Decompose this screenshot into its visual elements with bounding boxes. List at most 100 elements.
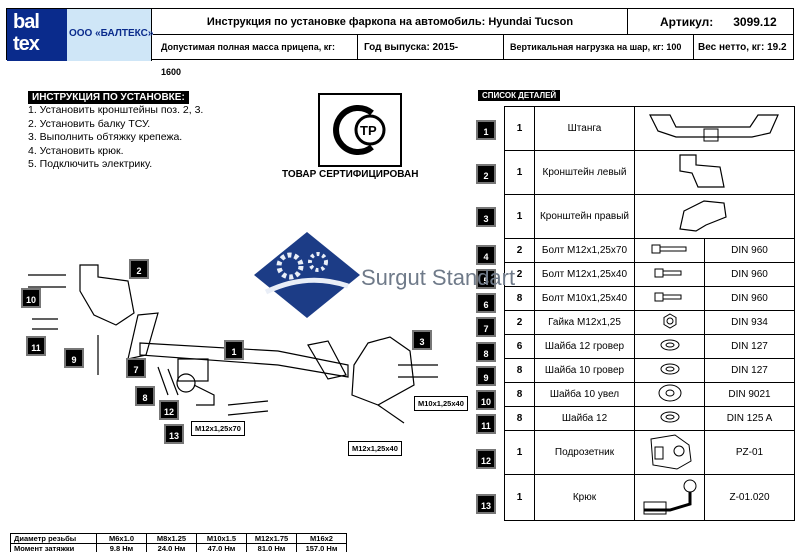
- part-number-badge: 13: [476, 494, 496, 514]
- assembly-diagram: [28, 264, 438, 424]
- callout-9: 9: [64, 348, 84, 368]
- part-name: Подрозетник: [534, 430, 635, 475]
- part-number-badge: 10: [476, 390, 496, 410]
- table-row: 8 Болт М10х1,25х40 DIN 960: [504, 286, 795, 311]
- part-number-badge: 6: [476, 293, 496, 313]
- thread-size: M8x1.25: [146, 533, 197, 544]
- torque-value: 47.0 Нм: [196, 543, 247, 552]
- callout-10: 10: [21, 288, 41, 308]
- part-standard: DIN 934: [704, 310, 795, 335]
- part-name: Болт М12х1,25х40: [534, 262, 635, 287]
- part-number-badge: 12: [476, 449, 496, 469]
- table-row: 2 Гайка М12х1,25 DIN 934: [504, 310, 795, 335]
- part-number-badge: 3: [476, 207, 496, 227]
- part-image-cell: [634, 106, 795, 151]
- logo-line1: bal: [13, 11, 40, 33]
- part-image-cell: [634, 262, 705, 287]
- article: Артикул:3099.12: [628, 9, 794, 35]
- table-row: 8 Шайба 10 гровер DIN 127: [504, 358, 795, 383]
- instructions-list: 1. Установить кронштейны поз. 2, 3. 2. У…: [28, 104, 203, 172]
- dimension-label: M12x1,25x70: [191, 421, 245, 436]
- thread-size: M6x1.0: [96, 533, 147, 544]
- dimension-label: M12x1,25x40: [348, 441, 402, 456]
- part-number-badge: 1: [476, 120, 496, 140]
- part-image-cell: [634, 310, 705, 335]
- net-weight: Вес нетто, кг: 19.2: [698, 42, 787, 53]
- part-name: Крюк: [534, 474, 635, 521]
- part-number-badge: 9: [476, 366, 496, 386]
- wide-washer-icon: [658, 384, 681, 402]
- part-name: Болт М12х1,25х70: [534, 238, 635, 263]
- instruction-step: 4. Установить крюк.: [28, 144, 124, 157]
- thread-size: M16x2: [296, 533, 347, 544]
- part-standard: DIN 960: [704, 286, 795, 311]
- part-qty: 2: [504, 238, 535, 263]
- part-image-cell: [634, 474, 705, 521]
- baltex-logo: bal tex: [7, 9, 67, 61]
- dimension-label: M10x1,25x40: [414, 396, 468, 411]
- part-number-badge: 7: [476, 317, 496, 337]
- part-qty: 1: [504, 106, 535, 151]
- table-row: 1 Подрозетник PZ-01: [504, 430, 795, 475]
- instruction-step: 5. Подключить электрику.: [28, 158, 153, 170]
- table-row: Диаметр резьбы M6x1.0 M8x1.25 M10x1.5 M1…: [10, 533, 347, 544]
- document-title: Инструкция по установке фаркопа на автом…: [153, 9, 628, 35]
- callout-2: 2: [129, 259, 149, 279]
- part-standard: DIN 9021: [704, 382, 795, 407]
- bolt-icon: [654, 268, 681, 278]
- part-standard: PZ-01: [704, 430, 795, 475]
- tow-bar-icon: [648, 114, 779, 142]
- part-qty: 1: [504, 194, 535, 239]
- torque-value: 9.8 Нм: [96, 543, 147, 552]
- table-row: 1 Кронштейн правый: [504, 194, 795, 239]
- year: Год выпуска: 2015-: [358, 35, 504, 60]
- part-image-cell: [634, 430, 705, 475]
- table-row: 2 Болт М12х1,25х70 DIN 960: [504, 238, 795, 263]
- table-row: 8 Шайба 12 DIN 125 A: [504, 406, 795, 431]
- part-standard: DIN 127: [704, 358, 795, 383]
- part-image-cell: [634, 406, 705, 431]
- part-standard: Z-01.020: [704, 474, 795, 521]
- certification-mark: ТР: [318, 93, 402, 167]
- part-name: Гайка М12х1,25: [534, 310, 635, 335]
- torque-row-label: Момент затяжки: [10, 543, 97, 552]
- part-standard: DIN 125 A: [704, 406, 795, 431]
- parts-heading: СПИСОК ДЕТАЛЕЙ: [478, 90, 561, 101]
- part-standard: DIN 960: [704, 262, 795, 287]
- thread-size: M12x1.75: [246, 533, 297, 544]
- part-qty: 6: [504, 334, 535, 359]
- callout-1: 1: [224, 340, 244, 360]
- spring-washer-icon: [660, 339, 679, 351]
- instruction-step: 1. Установить кронштейны поз. 2, 3.: [28, 104, 204, 116]
- socket-plate-icon: [649, 434, 692, 470]
- table-row: 1 Кронштейн левый: [504, 150, 795, 195]
- part-standard: DIN 960: [704, 238, 795, 263]
- svg-text:ТР: ТР: [360, 123, 377, 138]
- bolt-icon: [654, 292, 681, 302]
- table-row: 1 Крюк Z-01.020: [504, 474, 795, 521]
- article-label: Артикул:: [660, 15, 714, 29]
- part-image-cell: [634, 382, 705, 407]
- torque-value: 24.0 Нм: [146, 543, 197, 552]
- instructions-heading: ИНСТРУКЦИЯ ПО УСТАНОВКЕ:: [28, 91, 189, 104]
- part-image-cell: [634, 334, 705, 359]
- flat-washer-icon: [660, 411, 679, 423]
- table-row: 8 Шайба 10 увел DIN 9021: [504, 382, 795, 407]
- instruction-step: 2. Установить балку ТСУ.: [28, 117, 151, 130]
- part-image-cell: [634, 150, 795, 195]
- certified-label: ТОВАР СЕРТИФИЦИРОВАН: [282, 169, 419, 180]
- callout-12: 12: [159, 400, 179, 420]
- callout-13: 13: [164, 424, 184, 444]
- part-name: Кронштейн левый: [534, 150, 635, 195]
- callout-11: 11: [26, 336, 46, 356]
- spring-washer-icon: [660, 363, 679, 375]
- part-number-badge: 4: [476, 245, 496, 265]
- part-qty: 1: [504, 430, 535, 475]
- hook-ball-icon: [643, 479, 696, 515]
- callout-8: 8: [135, 386, 155, 406]
- header: bal tex ООО «БАЛТЕКС» Инструкция по уста…: [6, 8, 794, 77]
- part-qty: 8: [504, 382, 535, 407]
- part-standard: DIN 127: [704, 334, 795, 359]
- right-bracket-icon: [678, 200, 727, 232]
- table-row: 6 Шайба 12 гровер DIN 127: [504, 334, 795, 359]
